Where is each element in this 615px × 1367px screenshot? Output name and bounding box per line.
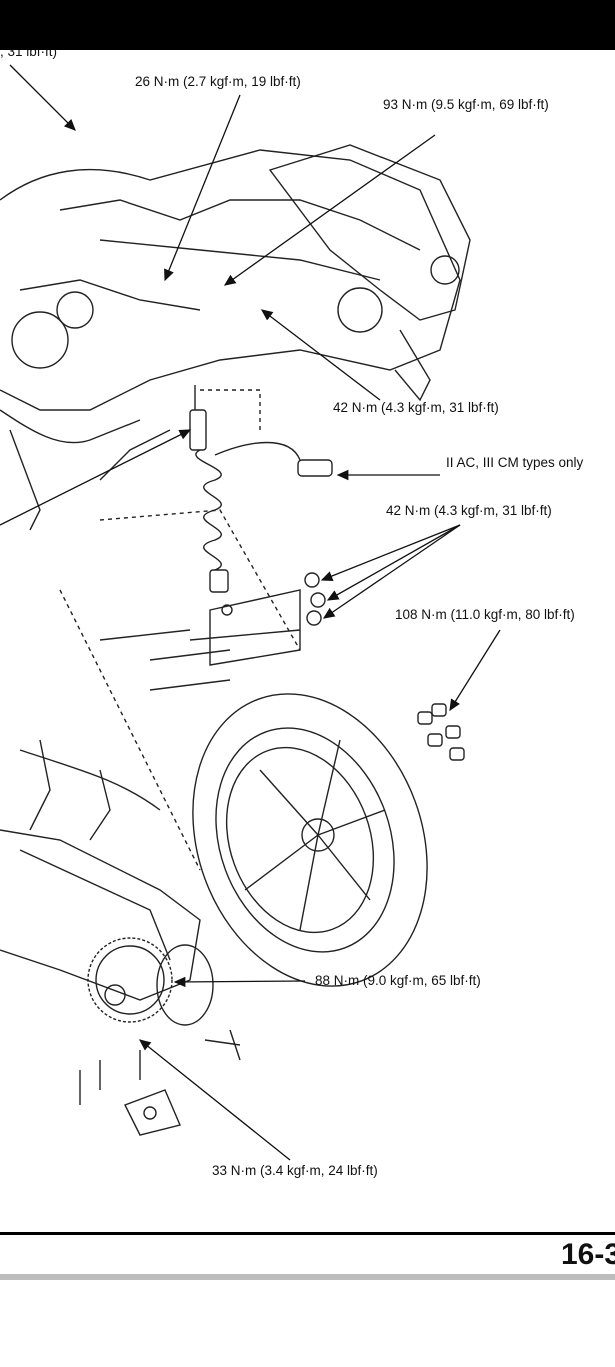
leader-line-33nm: [138, 1039, 291, 1161]
torque-label-26nm: 26 N·m (2.7 kgf·m, 19 lbf·ft): [135, 74, 301, 89]
leader-line-88nm: [173, 976, 306, 988]
frame-outline: [0, 149, 461, 411]
rear-suspension-diagram: [0, 64, 501, 1161]
torque-label-33nm: 33 N·m (3.4 kgf·m, 24 lbf·ft): [212, 1163, 378, 1178]
torque-label-93nm: 93 N·m (9.5 kgf·m, 69 lbf·ft): [383, 97, 549, 112]
leader-line-26nm: [164, 94, 241, 282]
manual-page: , 31 lbf·ft) 26 N·m (2.7 kgf·m, 19 lbf·f…: [0, 50, 615, 1280]
leader-line-108nm: [449, 629, 501, 712]
torque-label-108nm: 108 N·m (11.0 kgf·m, 80 lbf·ft): [395, 607, 575, 622]
leader-line-42nm-upper: [260, 309, 381, 401]
torque-label-42nm-linkage: 42 N·m (4.3 kgf·m, 31 lbf·ft): [386, 503, 552, 518]
leader-line-42nm-c: [322, 524, 461, 619]
leader-line-93nm: [223, 134, 436, 286]
leader-line-42nm-b: [326, 524, 461, 601]
leader-line-top-left: [9, 64, 76, 131]
torque-label-top-cut: , 31 lbf·ft): [0, 50, 58, 59]
leader-line-42nm-a: [320, 524, 461, 581]
top-status-bar: [0, 0, 615, 50]
blank-area: [0, 1280, 615, 1367]
page-bottom-edge: [0, 1274, 615, 1280]
page-number: 16-3: [560, 1238, 615, 1271]
torque-label-88nm: 88 N·m (9.0 kgf·m, 65 lbf·ft): [315, 973, 481, 988]
torque-label-42nm-upper: 42 N·m (4.3 kgf·m, 31 lbf·ft): [333, 400, 499, 415]
types-only-note: II AC, III CM types only: [446, 455, 584, 470]
page-rule: [0, 1232, 615, 1235]
leader-line-shock-top: [0, 429, 192, 526]
